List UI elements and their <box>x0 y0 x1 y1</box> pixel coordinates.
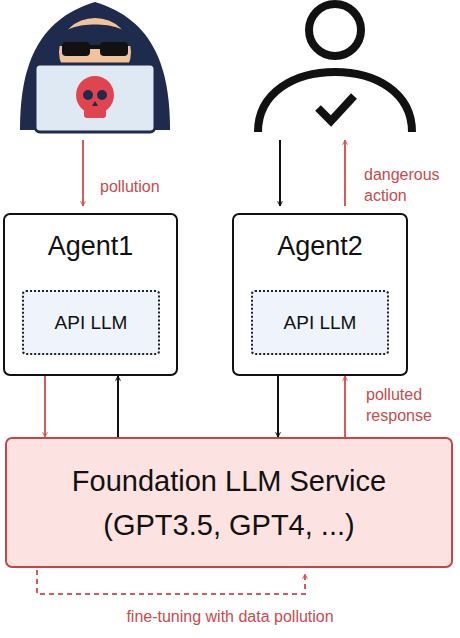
connector-arrow <box>344 376 346 437</box>
node-text: Agent2 <box>234 231 406 262</box>
llm-box: API LLM <box>251 290 389 355</box>
finetune-loop <box>37 570 305 594</box>
action-arrow <box>344 140 346 206</box>
annotation-label: pollution <box>100 176 190 197</box>
agent-box: Agent1API LLM <box>3 213 178 376</box>
service-box: Foundation LLM Service (GPT3.5, GPT4, ..… <box>5 437 453 568</box>
edge-label: polluted response <box>366 384 456 426</box>
pollution-arrow <box>82 140 84 206</box>
request-arrow <box>279 140 281 206</box>
llm-box: API LLM <box>22 290 160 355</box>
connector-arrow <box>277 376 279 437</box>
node-text: API LLM <box>55 312 128 334</box>
node-text: Agent1 <box>5 231 176 262</box>
connector-arrow <box>117 376 119 437</box>
node-text: Foundation LLM Service (GPT3.5, GPT4, ..… <box>39 459 419 547</box>
hacker-icon <box>20 2 170 132</box>
annotation-label: dangerous action <box>364 164 456 206</box>
connector-arrow <box>44 376 46 437</box>
user-icon <box>258 4 412 132</box>
annotation-label: fine-tuning with data pollution <box>20 606 440 627</box>
node-text: API LLM <box>284 312 357 334</box>
agent-box: Agent2API LLM <box>232 213 408 376</box>
